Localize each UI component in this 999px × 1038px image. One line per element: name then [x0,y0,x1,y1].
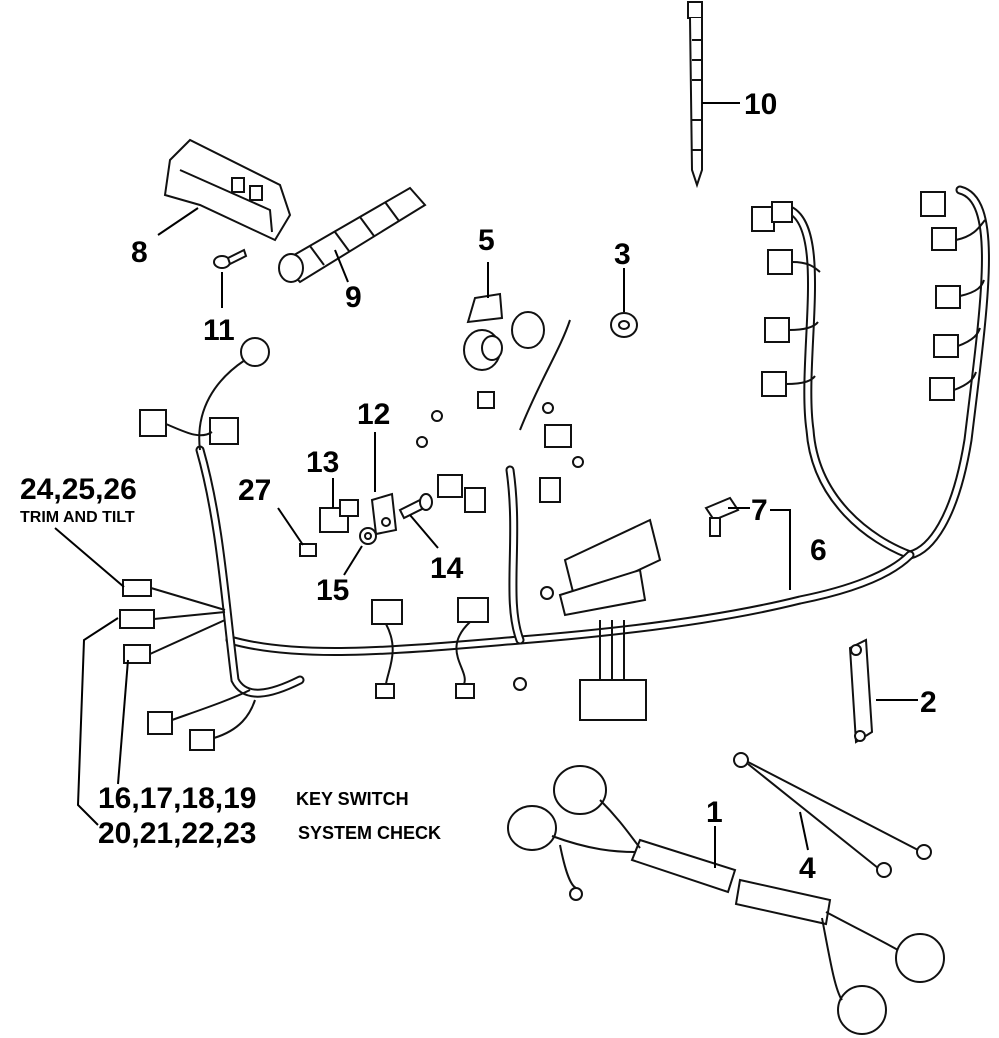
connector-cap-part [463,292,545,371]
callout-15: 15 [316,574,349,607]
callout-12: 12 [357,398,390,431]
boot-harness-part [507,765,945,1035]
callout-3: 3 [614,238,631,271]
key-switch-part-numbers: 16,17,18,19 [98,782,256,815]
connector-bracket-part [163,138,292,242]
ground-lead-part [733,752,932,878]
main-block-connector [558,518,662,721]
main-harness-trunk [139,319,915,698]
callout-13: 13 [306,446,339,479]
callout-leader-lines [54,102,918,868]
screw-part [213,248,248,269]
grommet-part [610,312,638,338]
spiral-wrap-part [278,186,427,284]
relay-bracket-part [370,492,398,536]
ground-strap-part [848,638,874,744]
callout-9: 9 [345,281,362,314]
key-switch-caption: KEY SWITCH [296,789,409,809]
trim-tilt-part-numbers: 24,25,26 [20,473,137,506]
pigtail-connectors [119,579,226,664]
callout-7: 7 [751,494,768,527]
system-check-part-numbers: 20,21,22,23 [98,817,256,850]
callout-5: 5 [478,224,495,257]
fuse-part [704,496,740,537]
system-check-caption: SYSTEM CHECK [298,823,441,843]
nut-part [359,527,377,545]
relay-part [319,499,359,533]
trim-tilt-caption: TRIM AND TILT [20,509,135,526]
callout-1: 1 [706,796,723,829]
callout-10: 10 [744,88,777,121]
callout-labels: 10 8 11 9 5 3 12 13 27 14 15 7 6 2 1 4 2… [20,88,937,885]
injector-harness-branches [751,185,990,560]
bolt-part [398,493,433,520]
mid-harness-connectors [147,391,584,751]
cable-tie-part [687,1,703,189]
callout-2: 2 [920,686,937,719]
callout-11: 11 [203,314,235,347]
callout-14: 14 [430,552,464,585]
callout-6: 6 [810,534,827,567]
callout-4: 4 [799,852,816,885]
clip-part [299,543,317,557]
callout-27: 27 [238,474,271,507]
callout-8: 8 [131,236,148,269]
